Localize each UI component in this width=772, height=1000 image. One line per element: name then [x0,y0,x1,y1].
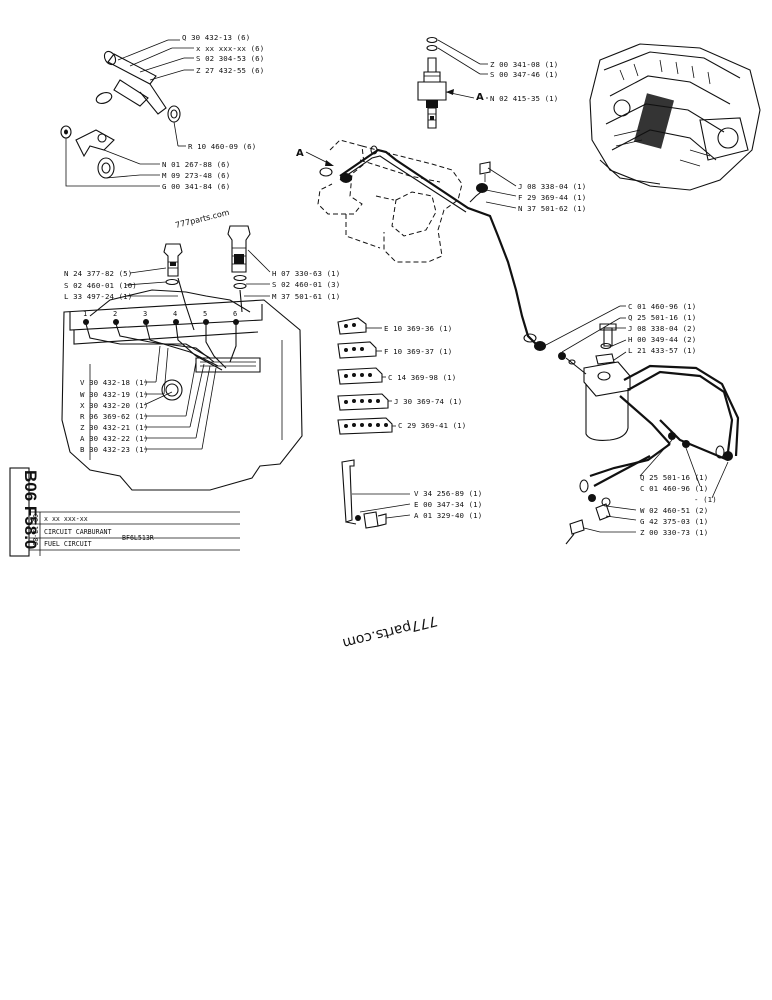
part-label: G 42 375-03 (1) [640,517,708,526]
part-label: X 30 432-20 (1) [80,401,148,410]
watermark-small: 777parts.com [174,208,230,230]
pipe-clamps [337,317,393,435]
title-french: CIRCUIT CARBURANT [44,528,112,536]
bleed-tool-labels: V 34 256-89 (1) E 00 347-34 (1) A 01 329… [414,489,482,520]
part-label: B 30 432-23 (1) [80,445,148,454]
part-label: S 02 460-01 (10) [64,281,137,290]
part-label: N 37 501-62 (1) [518,204,586,213]
part-label: Z 00 330-73 (1) [640,528,708,537]
part-label: H 00 349-44 (2) [628,335,696,344]
drawing-code: B06 F58.0 [21,470,40,549]
engine-model: BF6L513R [122,534,154,542]
cylinder-number: 1 [83,310,87,318]
part-label: N 01 267-88 (6) [162,160,230,169]
clamp-labels: E 10 369-36 (1) F 10 369-37 (1) C 14 369… [366,324,466,430]
part-label: Q 30 432-13 (6) [182,33,250,42]
filter-leaders [543,305,627,361]
part-label: N 02 415-35 (1) [490,94,558,103]
watermark-large: 777parts.com [341,612,439,651]
revision-date: 09-12-86 [31,514,39,546]
manifold-labels: N 24 377-82 (5) S 02 460-01 (10) L 33 49… [64,269,340,454]
bleed-tool-assembly [341,459,387,529]
part-label: F 29 369-44 (1) [518,193,586,202]
cylinder-number: 2 [113,310,117,318]
part-label: J 08 338-04 (1) [518,182,586,191]
cylinder-numbers: 1 2 3 4 5 6 [83,310,237,318]
part-label: E 00 347-34 (1) [414,500,482,509]
part-label: S 02 460-01 (3) [272,280,340,289]
part-label: C 01 460-96 (1) [640,484,708,493]
cylinder-number: 4 [173,310,177,318]
injector-nozzle-assembly [60,50,181,179]
part-label: C 14 369-98 (1) [388,373,456,382]
part-label: - (1) [694,495,717,504]
engine-block-section [317,139,546,351]
cylinder-number: 6 [233,310,237,318]
part-label: M 37 501-61 (1) [272,292,340,301]
filter-labels: C 01 460-96 (1) Q 25 501-16 (1) J 08 338… [628,302,696,355]
cylinder-number: 3 [143,310,147,318]
part-label: J 08 338-04 (2) [628,324,696,333]
part-label: L 33 497-24 (1) [64,292,132,301]
pipe-leaders [485,167,517,209]
part-label: C 01 460-96 (1) [628,302,696,311]
part-number: x xx xxx-xx [44,515,88,523]
part-label: A 01 329-40 (1) [414,511,482,520]
fuel-filter-assembly [558,323,740,545]
bottom-right-leaders [583,439,729,533]
top-left-labels: Q 30 432-13 (6) x xx xxx-xx (6) S 02 304… [162,33,264,191]
part-label: W 30 432-19 (1) [80,390,148,399]
part-label: S 02 304-53 (6) [196,54,264,63]
engine-thumbnail [589,43,761,191]
part-label: V 34 256-89 (1) [414,489,482,498]
part-label: Z 27 432-55 (6) [196,66,264,75]
pressure-valve-assembly [417,36,447,129]
part-label: W 02 460-51 (2) [640,506,708,515]
part-label: Z 30 432-21 (1) [80,423,148,432]
pressure-valve-labels: Z 00 341-08 (1) S 00 347-46 (1) A N 02 4… [476,60,558,103]
part-label: A 30 432-22 (1) [80,434,148,443]
part-label: H 07 330-63 (1) [272,269,340,278]
part-label: Q 25 501-16 (1) [628,313,696,322]
title-english: FUEL CIRCUIT [44,540,92,548]
top-left-leader-lines [65,39,194,187]
block-callout-a: A [296,148,334,166]
pressure-valve-leaders [437,39,488,99]
part-label: V 30 432-18 (1) [80,378,148,387]
part-label: J 30 369-74 (1) [394,397,462,406]
callout-letter: A [476,92,484,103]
bleed-tool-leaders [352,493,411,519]
part-label: M 09 273-48 (6) [162,171,230,180]
part-label: N 24 377-82 (5) [64,269,132,278]
part-label: Q 25 501-16 (1) [640,473,708,482]
title-block: B06 F58.0 x xx xxx-xx 09-12-86 CIRCUIT C… [9,467,240,557]
part-label: L 21 433-57 (1) [628,346,696,355]
pipe-labels: J 08 338-04 (1) F 29 369-44 (1) N 37 501… [518,182,586,213]
part-label: R 06 369-62 (1) [80,412,148,421]
manifold-leaders [125,249,271,450]
banjo-bolts [163,225,251,290]
callout-letter: A [296,148,304,159]
part-label: x xx xxx-xx (6) [196,44,264,53]
part-label: G 00 341-84 (6) [162,182,230,191]
part-label: F 10 369-37 (1) [384,347,452,356]
part-label: E 10 369-36 (1) [384,324,452,333]
bottom-right-labels: Q 25 501-16 (1) C 01 460-96 (1) - (1) W … [640,473,717,537]
watermark-text: 777parts.com [174,208,230,230]
part-label: R 10 460-09 (6) [188,142,256,151]
part-label: C 29 369-41 (1) [398,421,466,430]
watermark-text: 777parts.com [341,612,439,651]
engine-block-outline [61,299,303,491]
part-label: S 00 347-46 (1) [490,70,558,79]
injection-lines [83,277,251,371]
part-label: Z 00 341-08 (1) [490,60,558,69]
cylinder-number: 5 [203,310,207,318]
